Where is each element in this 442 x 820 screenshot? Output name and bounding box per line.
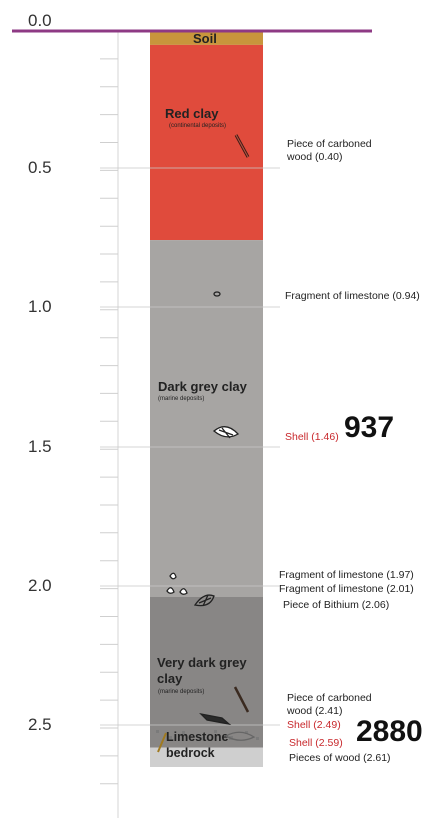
bithium-shell-glyph (193, 594, 215, 607)
depth-label-1-5: 1.5 (28, 437, 52, 456)
layer-dark-grey-clay (150, 240, 263, 597)
depth-axis: 0.0 0.5 1.0 1.5 2.0 2.5 (28, 11, 119, 818)
find-carboned-wood-241-line1: Piece of carboned (287, 692, 372, 704)
layer-label-dark-grey-clay: Dark grey clay (158, 379, 248, 394)
find-limestone-094: Fragment of limestone (0.94) (285, 290, 420, 302)
depth-label-0-0: 0.0 (28, 11, 52, 30)
count-upper: 937 (344, 411, 394, 444)
shell-glyph-249 (199, 712, 232, 726)
carboned-wood-glyph-241 (233, 686, 250, 713)
find-limestone-201: Fragment of limestone (2.01) (279, 583, 414, 595)
depth-label-2-5: 2.5 (28, 715, 52, 734)
find-bithium-206: Piece of Bithium (2.06) (283, 599, 389, 611)
layer-label-bedrock-line2: bedrock (166, 746, 215, 760)
count-lower: 2880 (356, 715, 423, 748)
limestone-fragment-glyph-201a (166, 587, 175, 594)
layer-note-red-clay: (continental deposits) (169, 123, 226, 129)
limestone-fragment-glyph-197 (169, 572, 177, 580)
depth-gridlines (100, 167, 280, 726)
layer-soil (150, 31, 263, 45)
layer-label-very-dark-grey-clay-line2: clay (157, 671, 183, 686)
layer-note-dark-grey-clay: (marine deposits) (158, 396, 204, 402)
layer-limestone-bedrock (150, 747, 263, 767)
shell-glyph-259 (224, 731, 256, 741)
find-limestone-197: Fragment of limestone (1.97) (279, 569, 414, 581)
find-carboned-wood-040-line2: wood (0.40) (286, 151, 342, 163)
finds-glyphs (157, 134, 256, 753)
depth-label-0-5: 0.5 (28, 158, 52, 177)
wood-glyph-261 (157, 732, 167, 753)
find-shell-146: Shell (1.46) (285, 431, 339, 443)
layer-label-very-dark-grey-clay-line1: Very dark grey (157, 655, 247, 670)
layer-label-bedrock-line1: Limestone (166, 730, 229, 744)
find-shell-249: Shell (2.49) (287, 719, 341, 731)
shell-glyph (212, 426, 240, 439)
layer-note-very-dark-grey-clay: (marine deposits) (158, 689, 204, 695)
layer-red-clay (150, 44, 263, 241)
find-carboned-wood-040-line1: Piece of carboned (287, 138, 372, 150)
layer-very-dark-grey-clay (150, 597, 263, 748)
depth-label-2-0: 2.0 (28, 576, 52, 595)
layer-label-red-clay: Red clay (165, 106, 219, 121)
limestone-fragment-glyph-201b (179, 588, 188, 595)
find-carboned-wood-241-line2: wood (2.41) (286, 705, 342, 717)
limestone-fragment-glyph (213, 291, 221, 297)
depth-label-1-0: 1.0 (28, 297, 52, 316)
layer-label-soil: Soil (193, 31, 217, 46)
minor-ticks (100, 58, 118, 785)
stratigraphic-column (150, 31, 263, 767)
find-wood-261: Pieces of wood (2.61) (289, 752, 391, 764)
find-shell-259: Shell (2.59) (289, 737, 343, 749)
